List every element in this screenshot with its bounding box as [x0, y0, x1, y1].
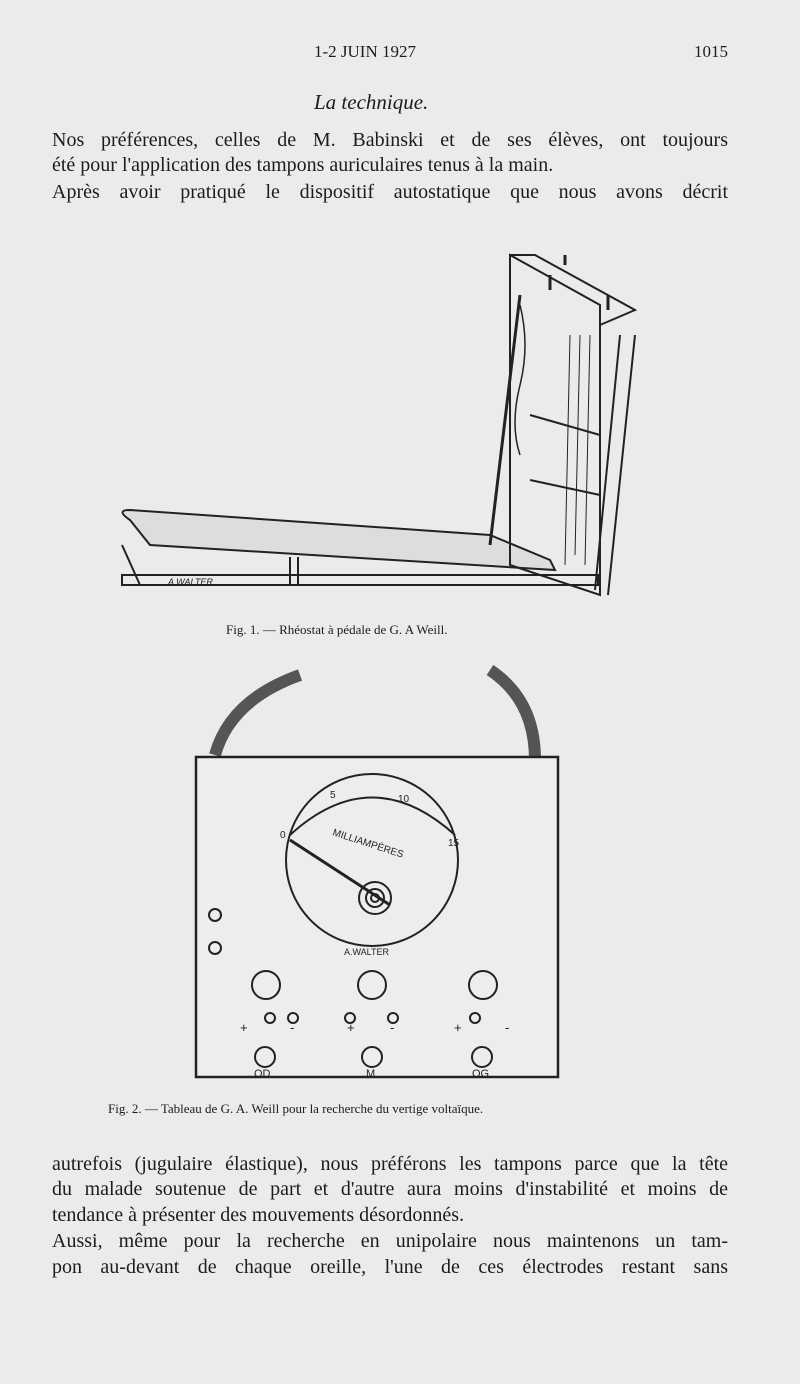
text-line: pon au-devant de chaque oreille, l'une d…	[52, 1256, 728, 1278]
plus-label: +	[347, 1020, 355, 1035]
minus-label: -	[290, 1020, 294, 1035]
text-line: du malade soutenue de part et d'autre au…	[52, 1178, 728, 1200]
figure-2-caption: Fig. 2. — Tableau de G. A. Weill pour la…	[108, 1101, 484, 1116]
page-number: 1015	[694, 42, 728, 61]
terminal-label-od: OD	[254, 1068, 271, 1080]
scale-tick-label: 10	[398, 794, 410, 805]
text-line: autrefois (jugulaire élastique), nous pr…	[52, 1153, 728, 1175]
minus-label: -	[390, 1020, 394, 1035]
terminal-label-og: OG	[472, 1068, 489, 1080]
running-header-date: 1-2 JUIN 1927	[314, 42, 416, 61]
text-line: été pour l'application des tampons auric…	[52, 154, 554, 176]
text-line: Après avoir pratiqué le dispositif autos…	[52, 181, 728, 203]
terminal-label-m: M	[366, 1068, 375, 1080]
scale-tick-label: 5	[330, 790, 336, 801]
section-title: La technique.	[314, 90, 429, 114]
figure-1-maker-label: A WALTER	[167, 577, 213, 587]
text-line: Nos préférences, celles de M. Babinski e…	[52, 129, 728, 151]
text-line: tendance à présenter des mouvements déso…	[52, 1204, 465, 1226]
figure-1-rheostat-drawing: A WALTER	[121, 253, 638, 597]
minus-label: -	[505, 1020, 509, 1035]
scale-tick-label: 15	[448, 838, 460, 849]
scale-tick-label: 0	[280, 830, 286, 841]
plus-label: +	[454, 1020, 462, 1035]
figure-2-maker-label: A.WALTER	[344, 947, 390, 957]
figure-2-panel-drawing: 0 5 10 15 MILLIAMPÈRES A.WALTER + - + - …	[194, 665, 560, 1080]
figure-1-caption: Fig. 1. — Rhéostat à pédale de G. A Weil…	[226, 622, 448, 637]
plus-label: +	[240, 1020, 248, 1035]
text-line: Aussi, même pour la recherche en unipola…	[52, 1230, 728, 1252]
